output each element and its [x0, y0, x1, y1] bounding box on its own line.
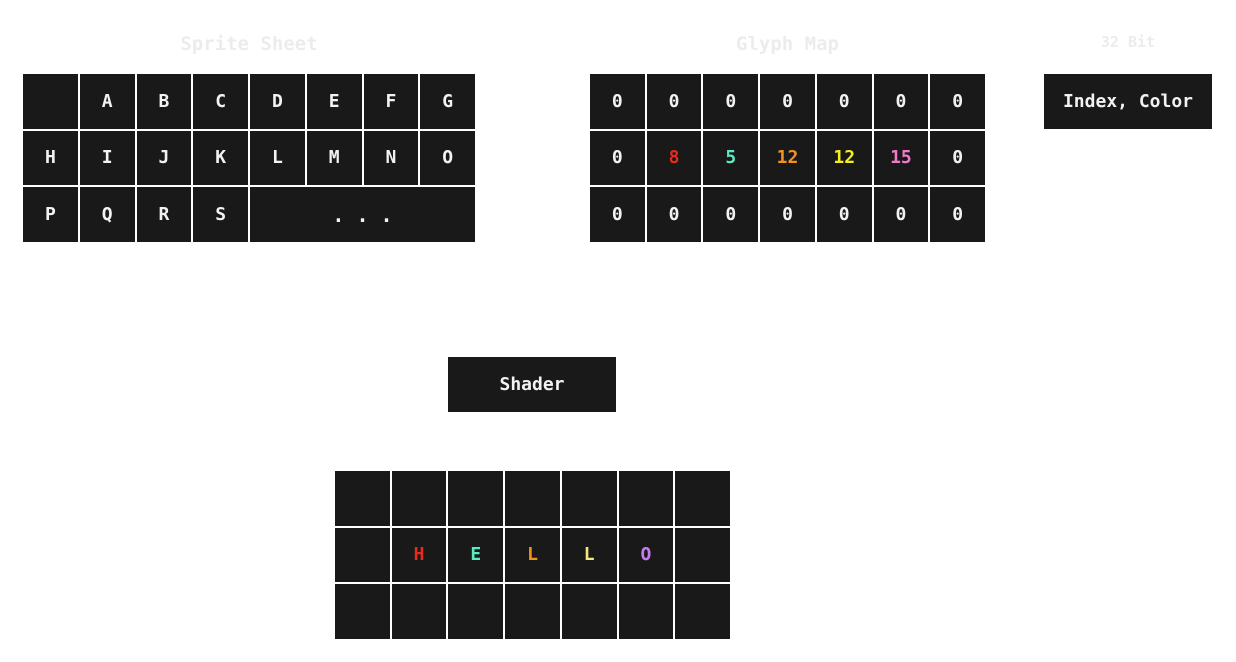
sprite-cell: N — [363, 130, 419, 186]
output-cell — [505, 584, 560, 639]
output-letter-cell: L — [561, 527, 617, 583]
output-cell — [335, 471, 390, 526]
glyph-cell: 0 — [646, 74, 702, 129]
output-cell — [618, 471, 674, 526]
sprite-cell: R — [136, 187, 192, 242]
glyph-map-grid: 0 0 0 0 0 0 0 0 8 5 12 12 15 0 0 0 0 0 0… — [590, 74, 985, 242]
glyph-cell: 8 — [646, 130, 702, 186]
output-cell — [391, 471, 447, 526]
sprite-cell: P — [23, 187, 78, 242]
output-cell — [618, 584, 674, 639]
glyph-cell: 12 — [760, 130, 815, 186]
sprite-cell — [23, 74, 78, 129]
glyph-cell: 0 — [590, 187, 645, 242]
output-cell — [448, 471, 504, 526]
output-cell — [561, 584, 617, 639]
sprite-cell: H — [23, 130, 78, 186]
sprite-cell: C — [193, 74, 248, 129]
glyph-cell: 12 — [816, 130, 872, 186]
sprite-cell: B — [136, 74, 192, 129]
glyph-cell: 5 — [703, 130, 759, 186]
sprite-cell: O — [420, 130, 475, 186]
shader-box: Shader — [448, 357, 616, 412]
output-letter-cell: H — [391, 527, 447, 583]
glyph-cell: 0 — [590, 130, 645, 186]
output-cell — [505, 471, 560, 526]
glyph-cell: 0 — [760, 74, 815, 129]
bit-depth-caption: 32 Bit — [1100, 33, 1156, 51]
sprite-sheet-title: Sprite Sheet — [180, 33, 318, 55]
glyph-map-title: Glyph Map — [736, 33, 839, 55]
sprite-cell: G — [420, 74, 475, 129]
sprite-cell: F — [363, 74, 419, 129]
glyph-cell: 0 — [930, 187, 985, 242]
glyph-cell: 0 — [703, 187, 759, 242]
sprite-ellipsis-cell: . . . — [250, 187, 475, 242]
output-cell — [561, 471, 617, 526]
output-cell — [391, 584, 447, 639]
sprite-cell: J — [136, 130, 192, 186]
glyph-cell: 15 — [873, 130, 929, 186]
output-letter-cell: E — [448, 527, 504, 583]
output-cell — [335, 584, 390, 639]
sprite-cell: A — [79, 74, 135, 129]
output-cell — [448, 584, 504, 639]
glyph-cell: 0 — [873, 74, 929, 129]
glyph-cell: 0 — [873, 187, 929, 242]
sprite-cell: S — [193, 187, 248, 242]
glyph-cell: 0 — [590, 74, 645, 129]
sprite-cell: K — [193, 130, 248, 186]
output-letter-cell: O — [618, 527, 674, 583]
glyph-cell: 0 — [646, 187, 702, 242]
glyph-cell: 0 — [703, 74, 759, 129]
output-letter-cell: L — [505, 527, 560, 583]
sprite-cell: L — [250, 130, 305, 186]
glyph-cell: 0 — [760, 187, 815, 242]
output-grid: H E L L O — [335, 471, 730, 639]
glyph-cell: 0 — [816, 187, 872, 242]
output-cell — [675, 527, 730, 583]
sprite-cell: I — [79, 130, 135, 186]
sprite-cell: Q — [79, 187, 135, 242]
sprite-sheet-grid: A B C D E F G H I J K L M N O P Q R S . … — [23, 74, 475, 242]
output-cell — [675, 584, 730, 639]
index-color-box: Index, Color — [1044, 74, 1212, 129]
glyph-cell: 0 — [930, 130, 985, 186]
glyph-cell: 0 — [816, 74, 872, 129]
sprite-cell: E — [306, 74, 362, 129]
output-cell — [675, 471, 730, 526]
sprite-cell: D — [250, 74, 305, 129]
sprite-cell: M — [306, 130, 362, 186]
glyph-cell: 0 — [930, 74, 985, 129]
output-cell — [335, 527, 390, 583]
